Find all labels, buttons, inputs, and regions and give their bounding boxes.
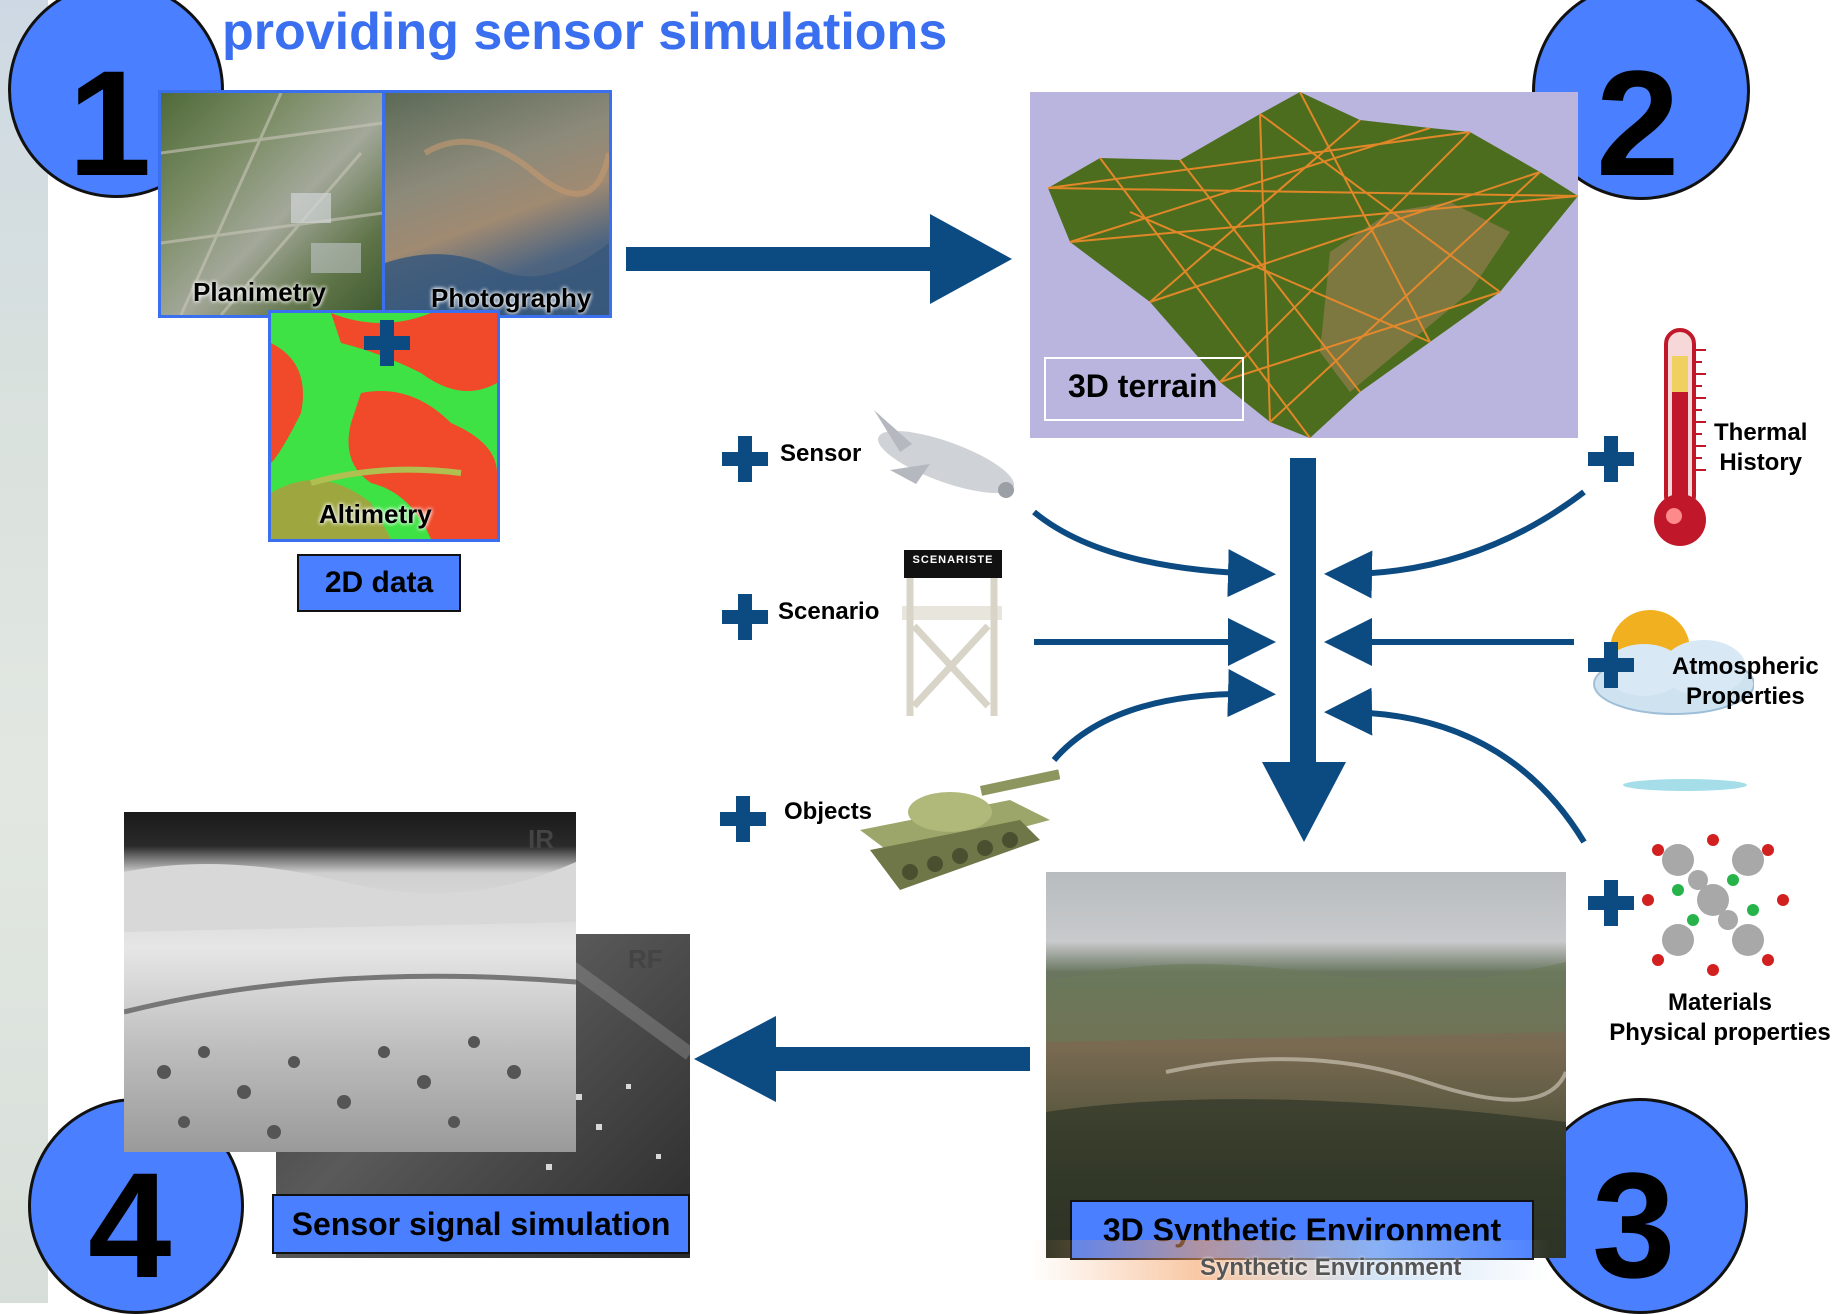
input-arrows (1032, 489, 1587, 844)
atmospheric-properties-label: Atmospheric Properties (1672, 652, 1819, 712)
divider-glow (1623, 779, 1747, 791)
weather-icon (1593, 610, 1754, 715)
atmospheric-label: Atmospheric (1672, 653, 1819, 680)
plus-icon (364, 320, 410, 366)
step-3-number: 3 (1592, 1141, 1676, 1309)
director-chair-icon: SCENARISTE (888, 546, 1014, 716)
altimetry-image: Altimetry (268, 310, 500, 542)
plus-thermal-icon (1588, 436, 1634, 482)
plus-atmospheric-icon (1588, 642, 1634, 688)
plus-scenario-icon (722, 594, 768, 640)
scenario-label: Scenario (778, 598, 880, 625)
objects-label: Objects (784, 798, 873, 825)
arrow-left-icon (694, 1016, 1030, 1102)
background-strip (0, 0, 48, 1303)
plus-materials-icon (1588, 880, 1634, 926)
plus-objects-icon (720, 796, 766, 842)
rf-label: RF (628, 944, 663, 974)
arrow-down-icon (1262, 458, 1346, 842)
thermal-label: Thermal (1714, 419, 1808, 446)
altimetry-label: Altimetry (319, 499, 432, 529)
sensor-label: Sensor (780, 440, 862, 467)
materials-label: Materials (1667, 989, 1773, 1016)
molecule-icon (1642, 834, 1789, 976)
thermal-history-label: Thermal History (1714, 418, 1807, 478)
planimetry-image: Planimetry (158, 90, 386, 318)
ir-label: IR (528, 824, 554, 854)
step-2-number: 2 (1596, 39, 1680, 207)
physical-properties-label: Physical properties (1609, 1019, 1831, 1046)
step-4-number: 4 (88, 1141, 172, 1309)
tank-icon (860, 769, 1060, 890)
thermometer-icon (1654, 328, 1706, 546)
2d-data-label: 2D data (297, 554, 461, 612)
terrain-label-frame (1044, 357, 1244, 421)
page-title: providing sensor simulations (222, 3, 948, 61)
photography-label: Photography (431, 283, 592, 313)
step-3-circle (1532, 1098, 1748, 1314)
properties-label: Properties (1685, 683, 1805, 710)
sensor-signal-label: Sensor signal simulation (272, 1194, 690, 1254)
terrain-label: 3D terrain (1068, 368, 1218, 404)
ir-image: IR (124, 812, 576, 1152)
terrain-3d-image: 3D terrain (1030, 92, 1578, 438)
photography-image: Photography (382, 90, 612, 318)
plus-sensor-icon (722, 436, 768, 482)
arrow-right-icon (626, 214, 1012, 304)
synthetic-env-sublabel: Synthetic Environment (1200, 1254, 1462, 1281)
materials-label-block: Materials Physical properties (1600, 988, 1840, 1048)
chair-text: SCENARISTE (912, 554, 994, 566)
planimetry-label: Planimetry (193, 277, 326, 307)
missile-icon (874, 410, 1015, 498)
logo-strip (1030, 1240, 1550, 1280)
history-label: History (1719, 449, 1803, 476)
step-1-number: 1 (68, 39, 152, 207)
